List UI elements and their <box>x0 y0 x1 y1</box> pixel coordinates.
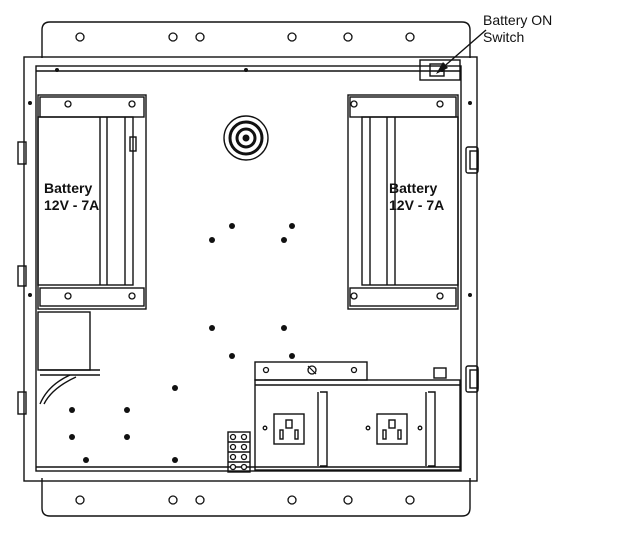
outlet-2 <box>376 413 408 445</box>
left-battery <box>37 116 134 286</box>
top-mounting-flange <box>41 21 471 58</box>
enclosure-inner <box>35 65 462 472</box>
left-hinge-1 <box>17 141 27 165</box>
callout-line-1: Battery ON <box>483 12 553 28</box>
left-hinge-3 <box>17 391 27 415</box>
left-battery-label: Battery 12V - 7A <box>44 180 99 214</box>
battery-switch-callout: Battery ON Switch <box>483 12 552 46</box>
left-battery-name: Battery <box>44 180 93 196</box>
mounting-holes <box>28 68 472 463</box>
center-knockout <box>223 115 269 161</box>
callout-line-2: Switch <box>483 29 525 45</box>
right-battery-rating: 12V - 7A <box>389 197 445 213</box>
outlet-panel <box>254 379 461 471</box>
right-battery-label: Battery 12V - 7A <box>389 180 444 214</box>
bottom-mounting-flange <box>41 478 471 517</box>
left-battery-rating: 12V - 7A <box>44 197 100 213</box>
left-hinge-2 <box>17 265 27 287</box>
right-battery <box>361 116 459 286</box>
callout-arrow <box>436 29 487 74</box>
outlet-1 <box>273 413 305 445</box>
battery-on-switch <box>419 59 461 81</box>
right-battery-name: Battery <box>389 180 438 196</box>
transformer <box>37 311 91 371</box>
enclosure-outer <box>23 56 478 482</box>
